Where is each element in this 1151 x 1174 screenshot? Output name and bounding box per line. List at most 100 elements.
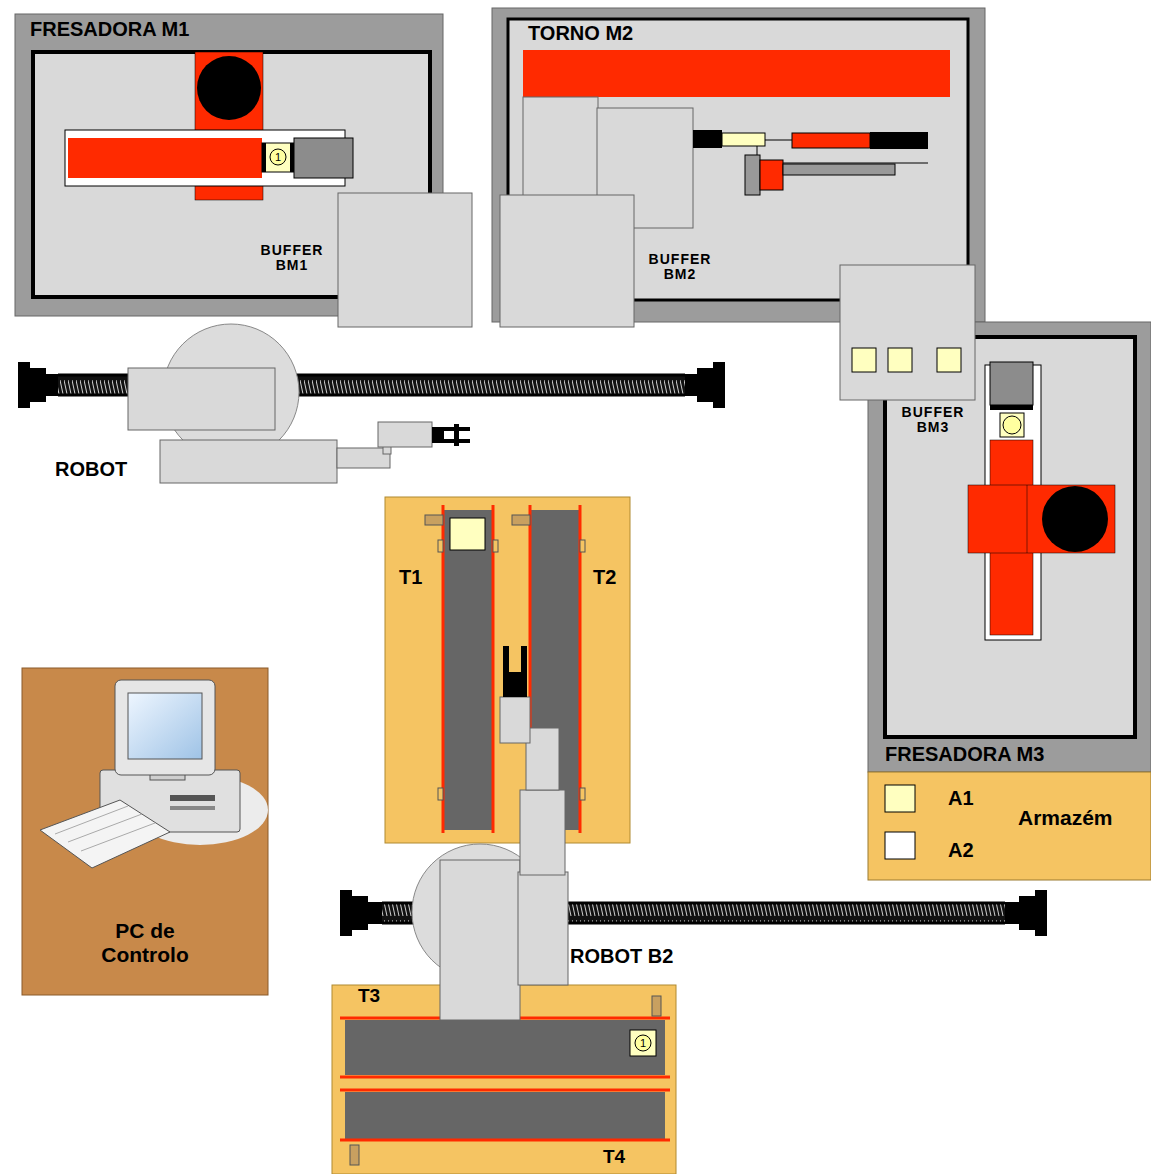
conveyor-t3-t4 [652, 996, 661, 1016]
conveyor-t1-t2 [450, 518, 485, 550]
storage-slot-label: A1 [948, 787, 974, 809]
robot-rail-b2 [352, 896, 368, 930]
milling-machine-m1 [197, 56, 261, 120]
robot-top [128, 324, 470, 483]
conveyor-t1-t2 [443, 510, 493, 830]
conveyor-t3-t4 [345, 1020, 665, 1075]
conveyor-t1-t2 [580, 788, 585, 800]
robot-rail-b2 [1035, 890, 1047, 936]
robot-top [128, 368, 275, 430]
milling-machine-m3 [990, 362, 1033, 405]
robot-b2 [440, 860, 520, 1020]
control-pc [55, 806, 128, 834]
buffer-label: BUFFER BM2 [649, 252, 712, 283]
control-pc [40, 800, 170, 868]
lathe-m2 [745, 155, 760, 195]
conveyor-t1-t2 [579, 505, 582, 833]
machine-housing: FRESADORA M1 [15, 14, 443, 316]
robot-rail-b2 [1019, 896, 1035, 930]
storage-panel-title: Armazém [1018, 806, 1113, 830]
robot-top [454, 424, 459, 446]
conveyor-t3-t4 [630, 1030, 656, 1056]
milling-machine-m3 [1003, 416, 1021, 434]
robot-rail-top [18, 362, 725, 408]
conveyor-t1-t2 [493, 540, 498, 552]
machine-housing: FRESADORA M3 [868, 322, 1151, 772]
buffer-label: BUFFER BM3 [902, 405, 965, 436]
robot-b2 [518, 872, 568, 985]
robot-rail-b2 [1005, 902, 1019, 924]
control-pc [81, 823, 155, 851]
robot-top [337, 448, 390, 468]
control-pc [22, 668, 268, 995]
conveyor-t1-t2 [512, 515, 530, 525]
conveyor-label: T1 [399, 566, 422, 588]
buffer-bm3 [840, 265, 975, 400]
conveyor-t3-t4 [350, 1145, 359, 1165]
robot-b2 [503, 672, 527, 697]
milling-machine-m1 [290, 143, 294, 172]
control-pc [170, 795, 215, 801]
lathe-m2 [523, 50, 950, 97]
machine-housing-title: FRESADORA M1 [30, 18, 189, 41]
milling-machine-m1 [338, 193, 472, 327]
storage-slot-label: A2 [948, 839, 974, 861]
conveyor-label: T2 [593, 566, 616, 588]
conveyor-t1-t2 [385, 497, 630, 843]
milling-machine-m3 [968, 485, 1115, 553]
robot-rail-top [685, 374, 697, 396]
storage-panel: Armazém [868, 772, 1151, 880]
conveyor-t3-t4 [635, 1035, 651, 1051]
milling-machine-m1 [294, 138, 353, 178]
robot-rail-top [46, 374, 58, 396]
conveyor-label: T3 [358, 986, 380, 1007]
machine-housing-title: TORNO M2 [528, 22, 633, 45]
control-pc [128, 693, 202, 759]
callout-number: 1 [640, 1038, 646, 1049]
milling-machine-m3 [990, 405, 1033, 410]
buffer-label: BUFFER BM1 [261, 243, 324, 274]
robot-label: ROBOT B2 [570, 945, 673, 967]
storage-panel [885, 785, 915, 812]
robot-top [378, 422, 432, 447]
robot-b2 [500, 697, 530, 743]
milling-machine-m1 [15, 14, 472, 327]
lathe-m2 [722, 133, 765, 146]
robot-label: ROBOT [55, 458, 127, 480]
buffer-bm3 [852, 348, 876, 372]
callout-number: 1 [275, 152, 281, 163]
lathe-m2 [870, 132, 928, 149]
conveyor-t1-t2 [442, 505, 445, 833]
lathe-m2 [693, 130, 722, 148]
conveyor-t3-t4 [345, 1092, 665, 1140]
milling-machine-m1 [270, 149, 286, 165]
conveyor-t1-t2 [385, 497, 630, 843]
conveyor-t1-t2 [438, 788, 443, 800]
milling-machine-m1 [68, 138, 262, 178]
control-pc [115, 680, 215, 775]
conveyor-t1-t2 [492, 505, 495, 833]
storage-panel [868, 772, 1151, 880]
conveyor-t3-t4 [340, 1139, 670, 1142]
lathe-m2 [500, 195, 634, 327]
milling-machine-m3 [1027, 485, 1028, 553]
machine-housing-title: FRESADORA M3 [885, 743, 1044, 766]
conveyor-t1-t2 [425, 515, 443, 525]
robot-rail-top [30, 368, 46, 402]
robot-b2 [521, 646, 527, 674]
robot-rail-b2 [340, 890, 352, 936]
lathe-m2 [760, 160, 783, 190]
robot-top [160, 440, 337, 483]
control-pc [170, 806, 215, 810]
robot-rail-top [713, 362, 725, 408]
storage-panel [885, 832, 915, 859]
lathe-m2 [792, 133, 870, 148]
robot-b2 [520, 790, 565, 875]
milling-machine-m1 [262, 143, 294, 172]
conveyor-label: T4 [603, 1147, 625, 1168]
robot-rail-top [18, 362, 30, 408]
milling-machine-m3 [1042, 486, 1108, 552]
robot-rail-top [697, 368, 713, 402]
